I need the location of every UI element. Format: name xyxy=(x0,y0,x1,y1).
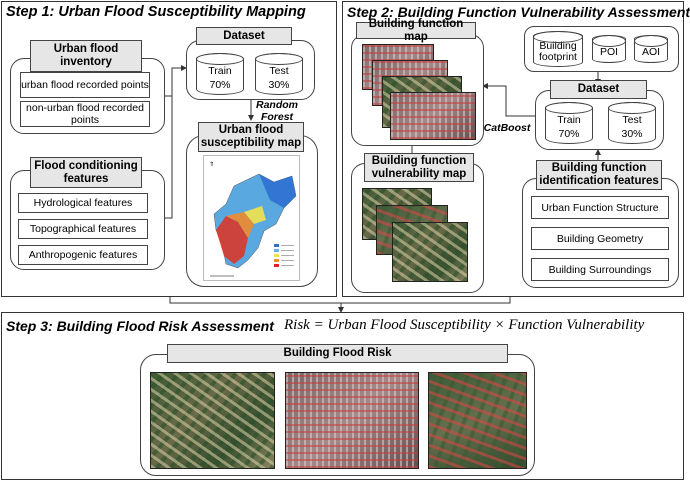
source-poi-label: POI xyxy=(599,46,619,58)
source-poi: POI xyxy=(592,35,626,63)
risk-header: Building Flood Risk xyxy=(167,344,508,363)
susceptibility-map-svg: ⇑ xyxy=(209,161,297,277)
train-cylinder-step2: Train 70% xyxy=(545,102,593,144)
step3-panel xyxy=(1,312,684,480)
source-aoi-label: AOI xyxy=(641,46,661,58)
inventory-item-recorded: urban flood recorded points xyxy=(20,72,150,98)
step1-panel xyxy=(1,1,337,297)
model-label-random-forest: Random Forest xyxy=(256,99,298,123)
vulnerability-map-header: Building function vulnerability map xyxy=(364,153,474,182)
source-building-footprint: Building footprint xyxy=(533,31,583,67)
step1-title: Step 1: Urban Flood Susceptibility Mappi… xyxy=(6,4,306,20)
feature-urban-function-structure: Urban Function Structure xyxy=(531,196,669,219)
test-label-step2: Test 30% xyxy=(621,114,643,140)
risk-formula: Risk = Urban Flood Susceptibility × Func… xyxy=(284,317,645,333)
inventory-header: Urban flood inventory xyxy=(30,40,142,72)
test-cylinder-step2: Test 30% xyxy=(608,102,656,144)
risk-tile-2 xyxy=(285,372,419,469)
source-aoi: AOI xyxy=(634,35,668,63)
source-building-footprint-label: Building footprint xyxy=(539,40,577,63)
north-arrow-icon: ⇑ xyxy=(209,161,214,168)
conditioning-header: Flood conditioning features xyxy=(30,157,142,188)
map-legend xyxy=(274,244,294,267)
feature-building-geometry: Building Geometry xyxy=(531,227,669,250)
feature-building-surroundings: Building Surroundings xyxy=(531,258,669,281)
model-label-catboost: CatBoost xyxy=(483,122,531,134)
function-map-tile-4 xyxy=(390,92,476,140)
dataset-header-step2: Dataset xyxy=(550,80,647,99)
susceptibility-map-image: ⇑ xyxy=(203,155,300,281)
step2-panel xyxy=(342,1,684,297)
train-label-step2: Train 70% xyxy=(557,114,581,140)
train-label-step1: Train 70% xyxy=(208,65,232,91)
features-header: Building function identification feature… xyxy=(536,160,662,190)
dataset-header-step1: Dataset xyxy=(196,27,292,45)
conditioning-item-hydrological: Hydrological features xyxy=(18,193,148,213)
test-label-step1: Test 30% xyxy=(268,65,290,91)
vulnerability-map-tile-3 xyxy=(392,222,468,282)
risk-tile-3 xyxy=(428,372,527,469)
conditioning-item-anthropogenic: Anthropogenic features xyxy=(18,245,148,265)
function-map-header: Building function map xyxy=(356,18,476,43)
risk-tile-1 xyxy=(150,372,275,469)
step3-title: Step 3: Building Flood Risk Assessment xyxy=(6,318,274,334)
inventory-item-non-recorded: non-urban flood recorded points xyxy=(20,101,150,127)
step2-title: Step 2: Building Function Vulnerability … xyxy=(347,4,690,20)
train-cylinder-step1: Train 70% xyxy=(196,53,244,95)
conditioning-item-topographical: Topographical features xyxy=(18,219,148,239)
susceptibility-map-header: Urban flood susceptibility map xyxy=(198,122,304,152)
test-cylinder-step1: Test 30% xyxy=(255,53,303,95)
